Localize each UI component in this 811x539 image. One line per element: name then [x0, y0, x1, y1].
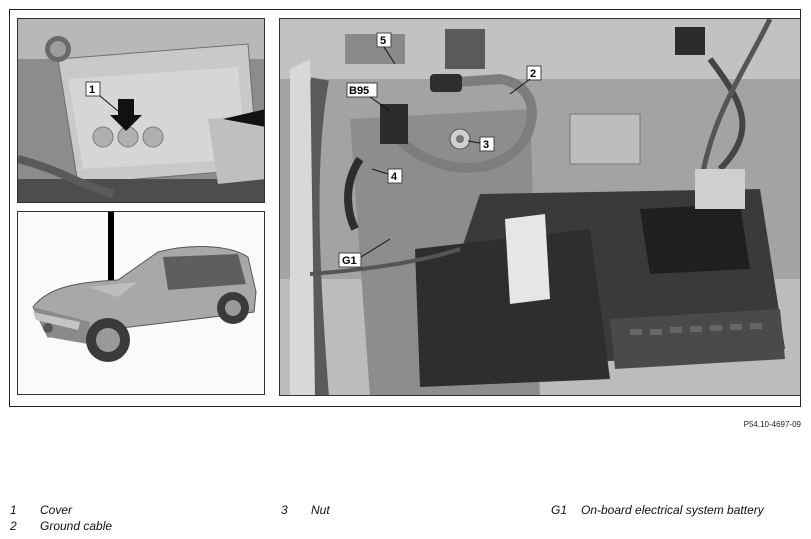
legend-item: 3 Nut — [281, 503, 330, 517]
vehicle-illustration — [18, 212, 264, 394]
figure-reference: P54.10-4697-09 — [743, 420, 801, 429]
callout-b95: B95 — [349, 85, 369, 97]
legend-text: On-board electrical system battery — [581, 503, 764, 517]
callout-1: 1 — [89, 84, 95, 96]
legend-item: G1 On-board electrical system battery — [551, 503, 764, 517]
legend-number: 3 — [281, 503, 288, 517]
legend-number: 2 — [10, 519, 17, 533]
battery-compartment-illustration: 5 2 B95 3 4 G1 — [280, 19, 800, 395]
callout-2: 2 — [530, 68, 536, 80]
arrow-down-icon — [110, 99, 142, 131]
legend-item: 2 Ground cable — [10, 519, 112, 533]
engine-cover-detail-panel: 1 — [17, 18, 265, 203]
legend-text: Ground cable — [40, 519, 113, 533]
legend-number: 1 — [10, 503, 17, 517]
legend-item: 1 Cover — [10, 503, 72, 517]
callout-g1: G1 — [342, 255, 357, 267]
vehicle-location-panel — [17, 211, 265, 395]
legend-text: Cover — [40, 503, 73, 517]
callout-5: 5 — [380, 35, 386, 47]
engine-cover-illustration: 1 — [18, 19, 264, 202]
callout-3: 3 — [483, 139, 489, 151]
battery-detail-panel: 5 2 B95 3 4 G1 — [279, 18, 801, 396]
legend-number: G1 — [551, 503, 568, 517]
legend-text: Nut — [311, 503, 330, 517]
callout-4: 4 — [391, 171, 398, 183]
